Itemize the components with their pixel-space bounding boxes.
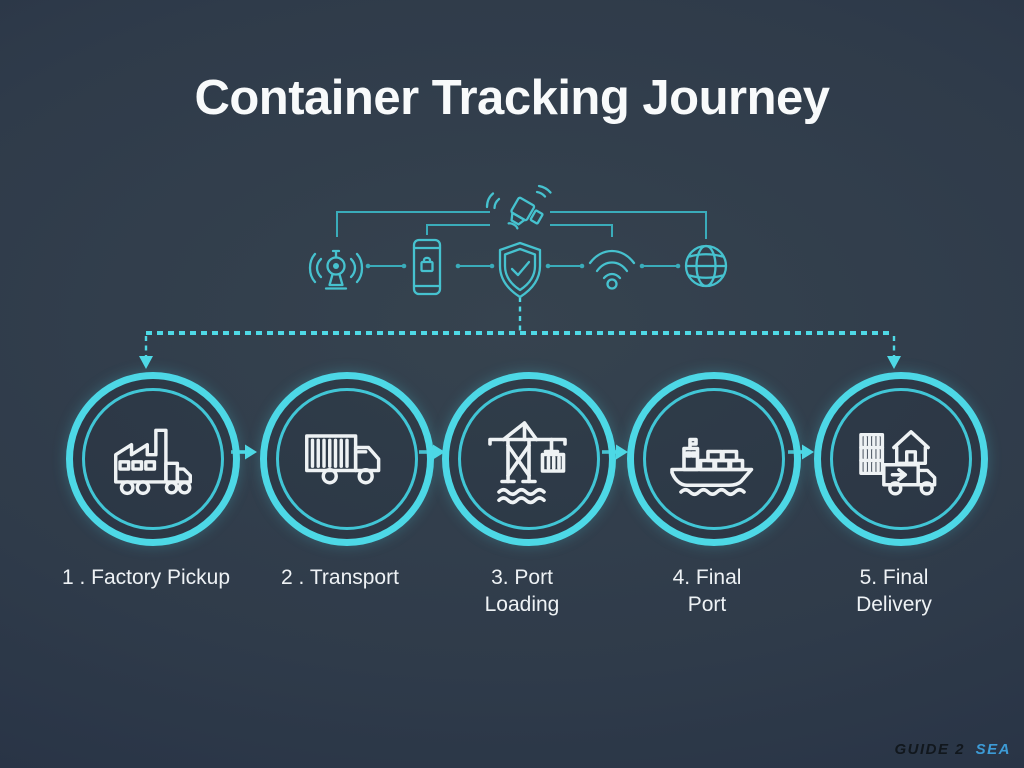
cargo-ship-icon: [670, 437, 754, 497]
page-title: Container Tracking Journey: [194, 71, 830, 125]
step-circle-inner-ring: [458, 388, 600, 530]
port-crane-icon: [488, 421, 567, 505]
step-circle-inner-ring: [830, 388, 972, 530]
step-label-line: 1 . Factory Pickup: [61, 566, 231, 589]
link-satellite-tower: [336, 211, 490, 237]
step-label-line: 2 . Transport: [281, 566, 399, 589]
step-circle-inner-ring: [643, 388, 785, 530]
step-label-transport: 2 . Transport: [235, 564, 445, 591]
step-label-port-loading: 3. Port Loading: [417, 564, 627, 618]
step-circle-transport: [260, 372, 434, 546]
link-satellite-wifi: [550, 224, 613, 237]
step-circle-factory-pickup: [66, 372, 240, 546]
brand-logo-text-blue: SEA: [975, 741, 1011, 758]
step-label-line: Port: [687, 593, 727, 616]
step-label-line: 3. Port: [491, 566, 553, 589]
step-circle-inner-ring: [276, 388, 418, 530]
step-label-final-port: 4. Final Port: [602, 564, 812, 618]
link-end-dots: [365, 263, 681, 269]
step-circle-port-loading: [442, 372, 616, 546]
radio-tower-icon: [308, 249, 364, 290]
step-label-line: 5. Final: [859, 566, 929, 589]
globe-icon: [684, 244, 728, 288]
delivery-truck-house-icon: [859, 430, 937, 496]
link-satellite-globe: [550, 211, 707, 239]
step-label-line: Loading: [484, 593, 560, 616]
step-label-final-delivery: 5. Final Delivery: [789, 564, 999, 618]
step-label-line: Delivery: [856, 593, 932, 616]
step-circle-final-delivery: [814, 372, 988, 546]
step-circle-final-port: [627, 372, 801, 546]
link-satellite-phone: [426, 224, 490, 235]
smartphone-icon: [412, 238, 442, 296]
satellite-icon: [485, 184, 552, 230]
container-truck-icon: [305, 434, 381, 485]
factory-truck-icon: [114, 428, 192, 496]
arrowhead-left: [139, 356, 153, 369]
brand-logo: GUIDE 2 SEA: [894, 741, 1011, 758]
step-circle-inner-ring: [82, 388, 224, 530]
shield-check-icon: [498, 241, 542, 299]
step-label-line: 4. Final: [672, 566, 742, 589]
arrowhead-right: [887, 356, 901, 369]
brand-logo-text-dark: GUIDE 2: [894, 741, 965, 758]
step-label-factory-pickup: 1 . Factory Pickup: [41, 564, 251, 591]
wifi-icon: [588, 249, 636, 290]
